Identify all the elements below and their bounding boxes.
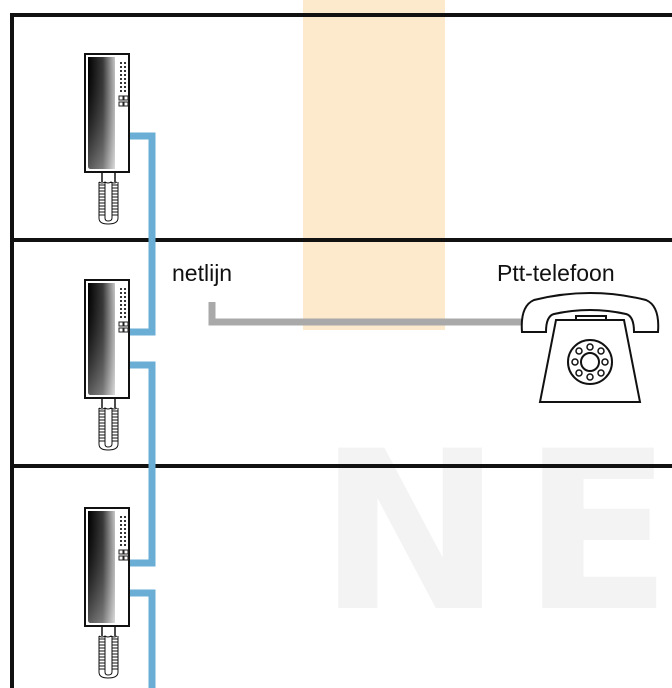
watermark-letter-n: N <box>318 404 502 660</box>
intercom-handset-icon <box>84 507 130 679</box>
intercom-handset-icon <box>84 53 130 225</box>
line-label: netlijn <box>172 260 233 286</box>
intercom-handset-icon <box>84 279 130 451</box>
elevator-shaft <box>303 0 445 330</box>
floor-frame <box>10 13 672 688</box>
watermark-letter-e: E <box>522 404 672 660</box>
intercom-wiring <box>129 132 156 688</box>
phone-line-wire <box>208 302 522 326</box>
telephone-label: Ptt-telefoon <box>497 260 615 286</box>
rotary-telephone-icon <box>520 292 660 403</box>
